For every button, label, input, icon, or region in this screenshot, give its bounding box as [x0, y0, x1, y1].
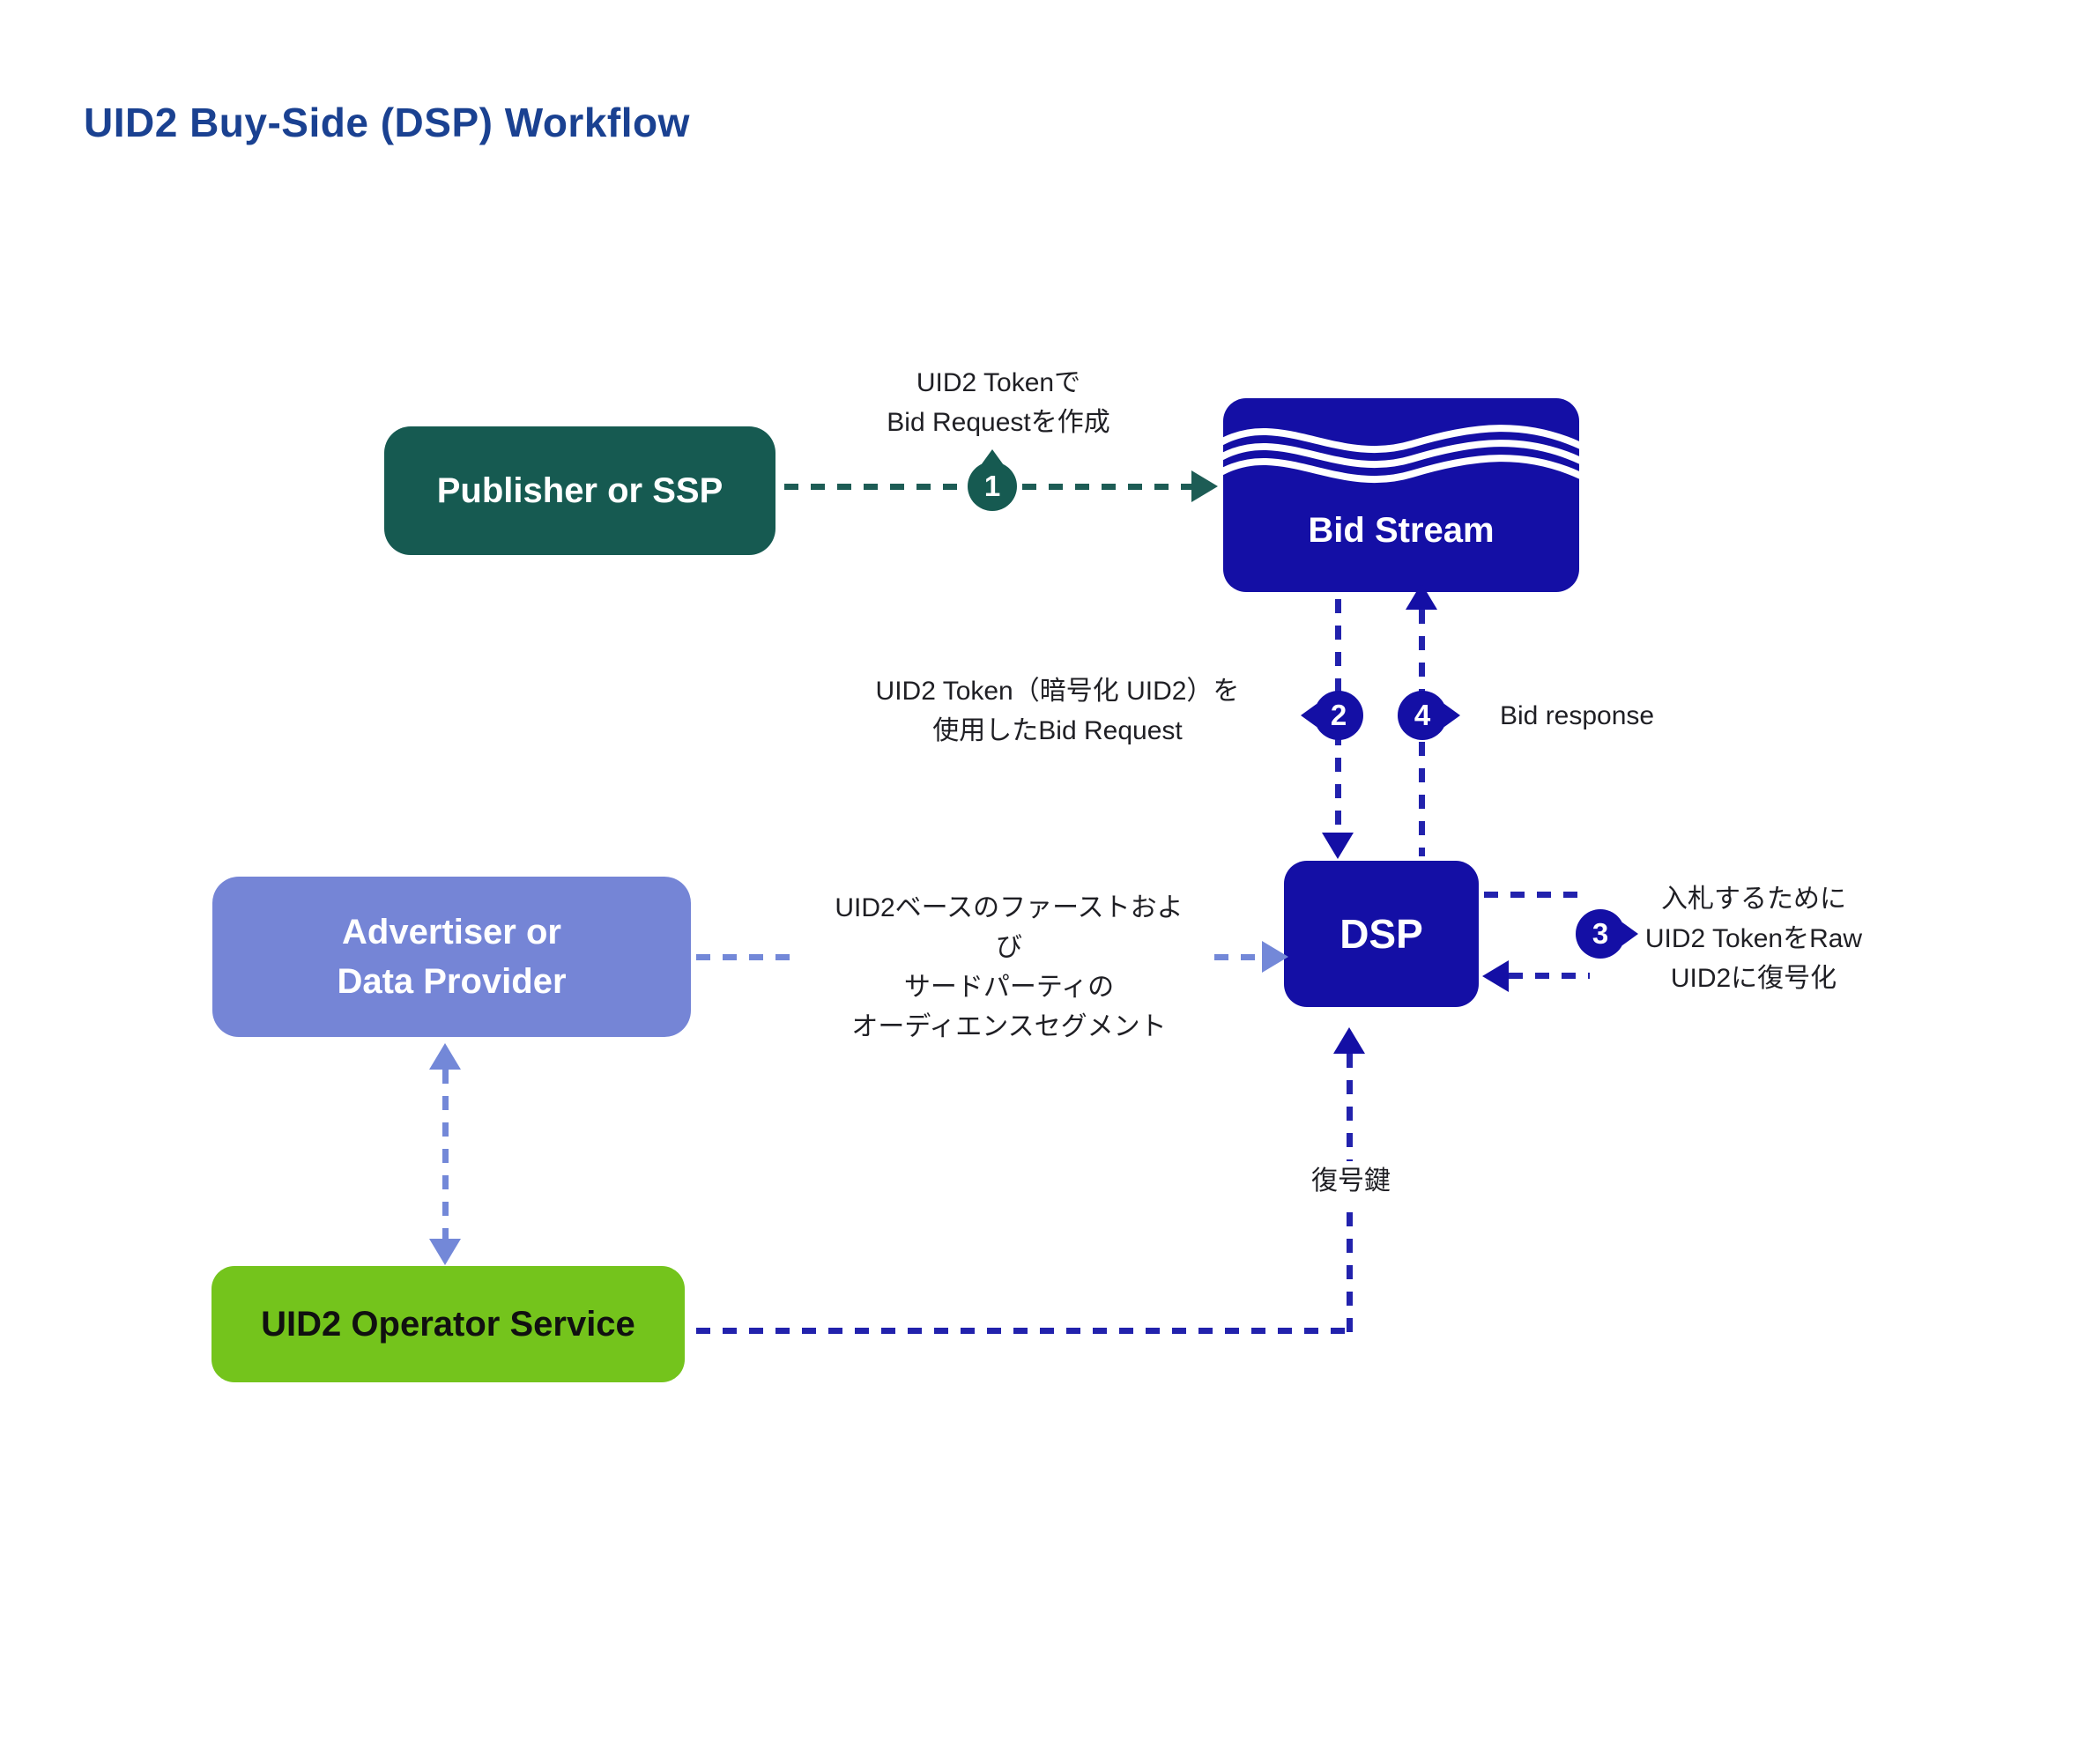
bidstream-box: Bid Stream [1223, 398, 1579, 592]
audience-line-left [696, 954, 795, 960]
advertiser-operator-down-arrowhead-icon [429, 1239, 461, 1265]
step3-arrowhead-icon [1482, 960, 1509, 992]
decryption-key-horizontal-line [696, 1328, 1353, 1334]
publisher-label: Publisher or SSP [436, 471, 723, 510]
step4-badge-tip-icon [1444, 704, 1460, 727]
audience-arrowhead-icon [1262, 941, 1288, 973]
step4-badge: 4 [1398, 691, 1460, 740]
step2-number: 2 [1330, 699, 1347, 731]
decryption-key-arrowhead-icon [1333, 1027, 1365, 1054]
operator-label: UID2 Operator Service [261, 1305, 635, 1344]
step1-badge-tip-icon [981, 449, 1004, 465]
advertiser-box: Advertiser or Data Provider [212, 877, 691, 1037]
step3-loop-return-line [1509, 973, 1590, 979]
step4-arrowhead-icon [1406, 583, 1437, 610]
publisher-box: Publisher or SSP [384, 426, 775, 555]
step1-label: UID2 Tokenで Bid Requestを作成 [887, 368, 1110, 437]
bidstream-label: Bid Stream [1308, 511, 1495, 550]
dsp-box: DSP [1284, 861, 1479, 1007]
advertiser-label: Advertiser or Data Provider [337, 913, 567, 1001]
step1-arrowhead-icon [1191, 470, 1218, 502]
step3-number: 3 [1592, 917, 1609, 950]
step3-badge-tip-icon [1622, 922, 1638, 945]
step3-loop-out-line [1484, 892, 1588, 898]
step3-badge: 3 [1576, 909, 1638, 959]
step2-label: UID2 Token（暗号化 UID2）を 使用したBid Request [875, 677, 1240, 745]
step2-badge-tip-icon [1301, 704, 1317, 727]
diagram-title: UID2 Buy-Side (DSP) Workflow [84, 100, 690, 145]
dsp-label: DSP [1339, 910, 1423, 957]
step3-label: 入札するために UID2 TokenをRaw UID2に復号化 [1644, 885, 1863, 993]
step2-badge: 2 [1301, 691, 1363, 740]
step2-arrowhead-icon [1322, 833, 1354, 859]
audience-line-right [1214, 954, 1269, 960]
advertiser-operator-up-arrowhead-icon [429, 1043, 461, 1070]
step1-number: 1 [983, 470, 1001, 502]
stream-waves-icon [1223, 425, 1579, 484]
step4-number: 4 [1414, 699, 1431, 731]
advertiser-operator-dashed-line [442, 1070, 449, 1249]
step4-label: Bid response [1500, 701, 1655, 730]
step1-badge: 1 [968, 449, 1017, 511]
operator-box: UID2 Operator Service [211, 1266, 685, 1382]
audience-label: UID2ベースのファーストおよび サードパーティの オーディエンスセグメント [835, 893, 1184, 1041]
decryption-key-label: 復号鍵 [1263, 1161, 1439, 1201]
